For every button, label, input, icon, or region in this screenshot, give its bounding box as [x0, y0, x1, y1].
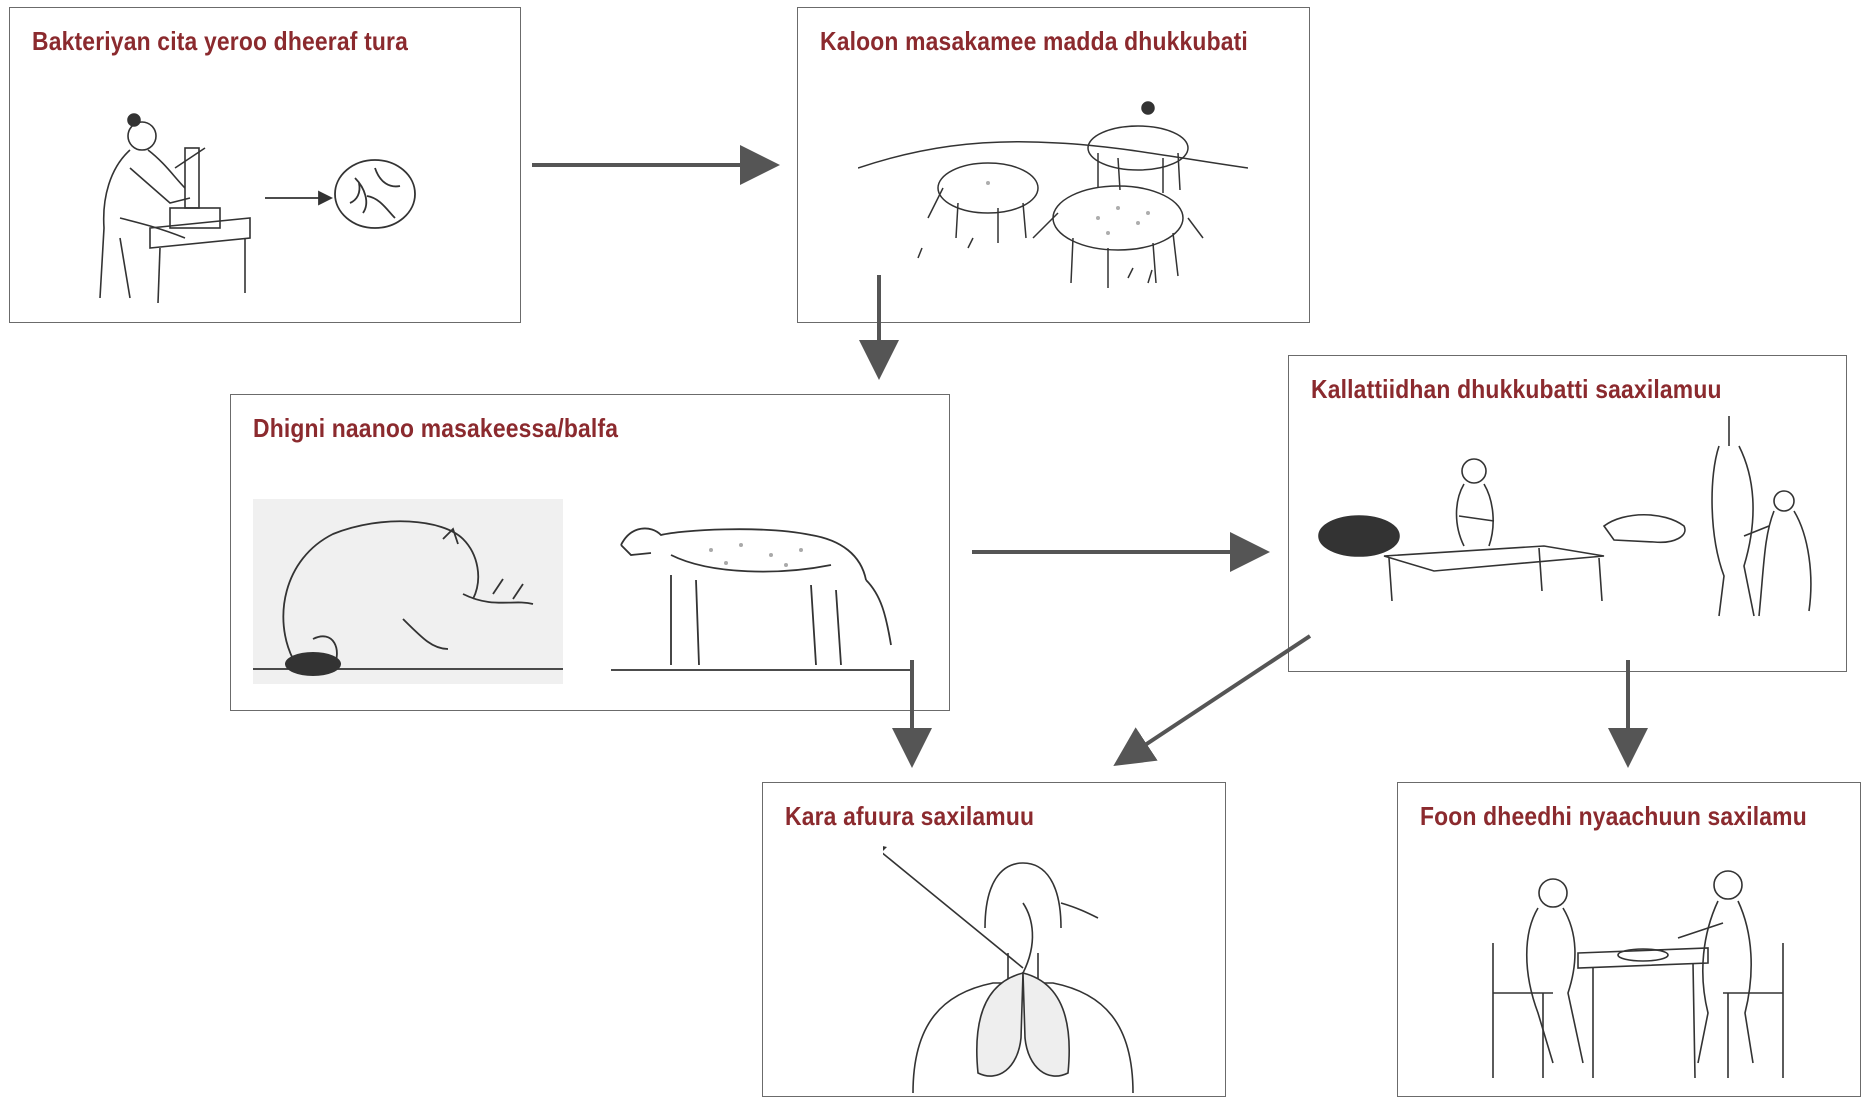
box-grazing: Kaloon masakamee madda dhukkubati: [797, 7, 1310, 323]
butchering-scene-icon: [1318, 416, 1812, 617]
grazing-cattle-icon: [858, 101, 1248, 288]
box-title-grazing: Kaloon masakamee madda dhukkubati: [820, 26, 1248, 56]
bacteria-petri-icon: [265, 159, 416, 229]
people-eating-icon: [1492, 870, 1784, 1078]
dead-cow-icon: [253, 499, 563, 684]
sick-sheep-icon: [611, 527, 911, 671]
box-title-breath: Kara afuura saxilamuu: [785, 801, 1035, 831]
box-title-sick: Dhigni naanoo masakeessa/balfa: [253, 413, 619, 443]
arrow-butcher-to-breath: [1113, 634, 1312, 767]
box-eating: Foon dheedhi nyaachuun saxilamu: [1397, 782, 1861, 1097]
microscope-scientist-icon: [99, 113, 251, 304]
box-breath: Kara afuura saxilamuu: [762, 782, 1226, 1097]
box-title-eating: Foon dheedhi nyaachuun saxilamu: [1420, 801, 1807, 831]
lungs-icon: [883, 846, 1134, 1093]
box-title-butcher: Kallattiidhan dhukkubatti saaxilamuu: [1311, 374, 1722, 404]
box-sick: Dhigni naanoo masakeessa/balfa: [230, 394, 950, 711]
box-butcher: Kallattiidhan dhukkubatti saaxilamuu: [1288, 355, 1847, 672]
box-bacteria: Bakteriyan cita yeroo dheeraf tura: [9, 7, 521, 323]
box-title-bacteria: Bakteriyan cita yeroo dheeraf tura: [32, 26, 409, 56]
